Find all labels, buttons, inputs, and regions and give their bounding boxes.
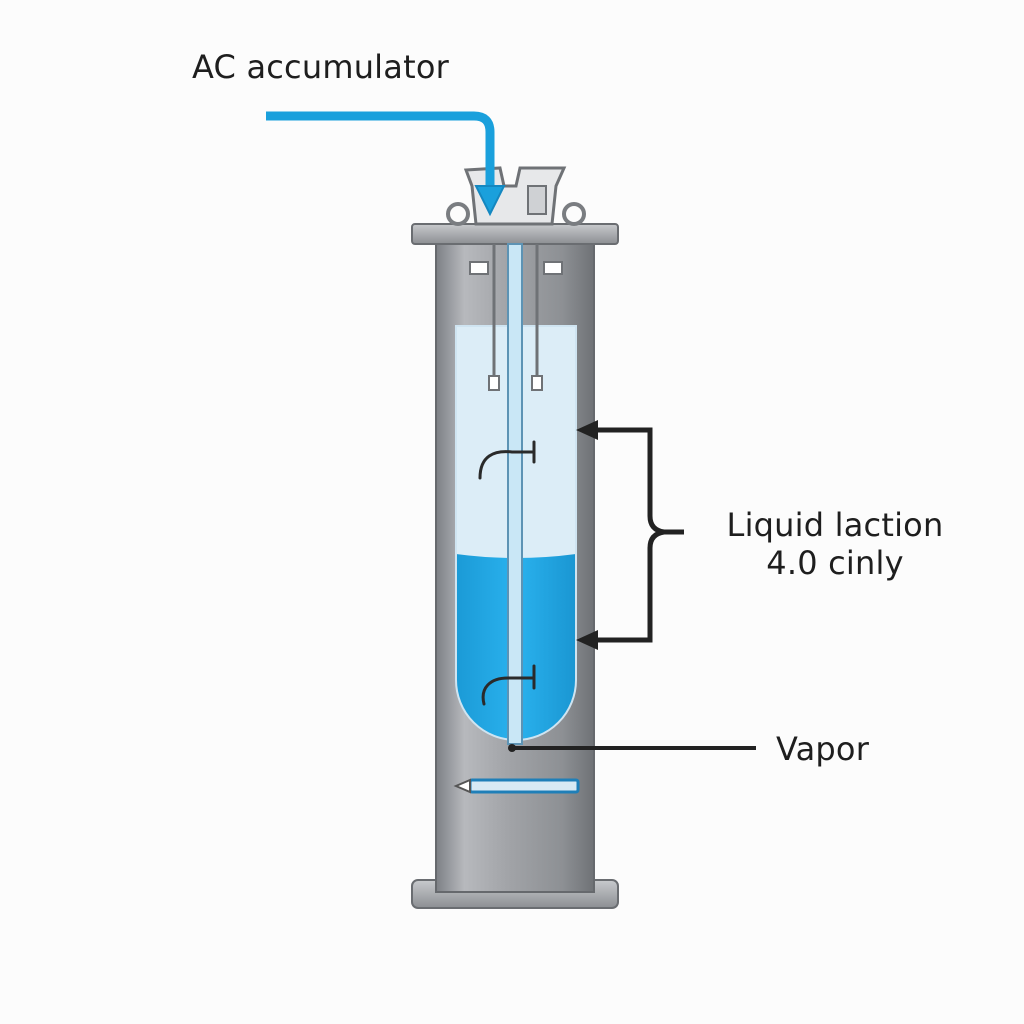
inlet-arrow-icon [474, 185, 506, 217]
bolt-left [469, 261, 489, 275]
vapor-callout: Vapor [776, 730, 870, 768]
tube-left-tip [488, 375, 500, 391]
mount-loop-right [562, 202, 586, 226]
bracket-arrow-top-icon [576, 420, 598, 440]
liquid-callout: Liquid laction 4.0 cinly [700, 506, 970, 583]
bolt-right [543, 261, 563, 275]
diagram-title: AC accumulator [192, 48, 449, 86]
j-hook-lower [481, 664, 536, 706]
liquid-bracket [588, 427, 684, 643]
mount-loop-left [446, 202, 470, 226]
bracket-arrow-bottom-icon [576, 630, 598, 650]
lower-tube [468, 778, 580, 794]
lower-tube-tip [453, 778, 471, 794]
top-flange [411, 223, 619, 245]
liquid-callout-line1: Liquid laction [726, 506, 944, 544]
liquid-callout-line2: 4.0 cinly [766, 544, 904, 583]
inlet-pipe [266, 111, 495, 188]
j-hook-upper [478, 440, 536, 480]
vapor-leader-dot [508, 744, 516, 752]
tube-right-tip [531, 375, 543, 391]
outlet-tube [507, 243, 523, 745]
top-fitting-slot [527, 185, 547, 215]
